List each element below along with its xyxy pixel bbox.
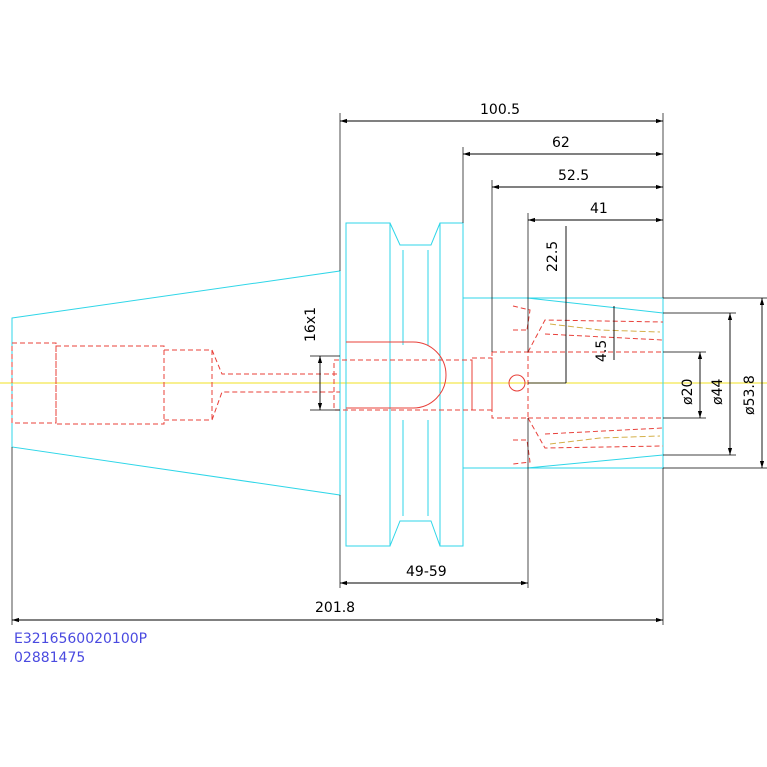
dim-dia-53-8: ø53.8 <box>742 375 758 415</box>
dim-201-8: 201.8 <box>315 600 355 616</box>
dim-100-5: 100.5 <box>480 102 520 118</box>
dim-52-5: 52.5 <box>558 168 589 184</box>
dim-16x1: 16x1 <box>303 307 319 342</box>
part-code: E3216560020100P <box>14 631 147 647</box>
dim-dia-44: ø44 <box>710 379 726 405</box>
dim-dia-20: ø20 <box>680 379 696 405</box>
part-number: 02881475 <box>14 650 85 666</box>
dim-22-5: 22.5 <box>545 241 561 272</box>
collet-slots <box>549 323 661 445</box>
hidden-geometry <box>11 305 664 465</box>
dim-62: 62 <box>552 135 570 151</box>
dim-4-5: 4.5 <box>594 340 610 362</box>
dimensions <box>11 113 767 625</box>
dim-49-59: 49-59 <box>406 564 447 580</box>
dim-41: 41 <box>590 201 608 217</box>
tool-holder-outline <box>11 222 664 547</box>
